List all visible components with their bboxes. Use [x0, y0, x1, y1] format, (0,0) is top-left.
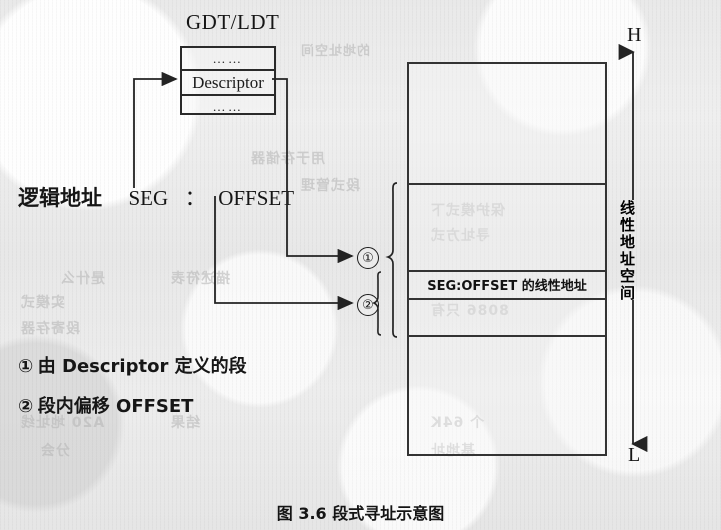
callout-marker-1-label: ① [362, 250, 374, 266]
legend: ① 由 Descriptor 定义的段 ② 段内偏移 OFFSET [18, 352, 247, 432]
linear-address-space-rectangle: SEG:OFFSET 的线性地址 [407, 62, 607, 456]
callout-marker-2-label: ② [362, 297, 374, 313]
segment-top-divider [409, 183, 605, 185]
legend-marker-2: ② [18, 396, 34, 417]
legend-text-2: 段内偏移 OFFSET [37, 396, 194, 417]
legend-text-1: 由 Descriptor 定义的段 [37, 356, 247, 377]
linear-band-bottom-divider [409, 298, 605, 300]
legend-item-2: ② 段内偏移 OFFSET [18, 392, 247, 418]
descriptor-table-row-ellipsis-bottom: …… [182, 96, 274, 117]
legend-item-1: ① 由 Descriptor 定义的段 [18, 352, 247, 378]
seg-label: SEG [128, 186, 169, 210]
figure-caption: 图 3.6 段式寻址示意图 [276, 504, 445, 523]
callout-marker-2: ② [357, 294, 379, 316]
descriptor-label: Descriptor [192, 72, 264, 92]
address-separator: ： [184, 186, 206, 210]
ellipsis-glyph: …… [212, 50, 244, 66]
segment-extent-brace [385, 182, 398, 338]
descriptor-to-segment-arrow [272, 78, 354, 264]
linear-band-top-divider [409, 270, 605, 272]
descriptor-table-row-descriptor[interactable]: Descriptor [182, 69, 274, 96]
offset-label: OFFSET [218, 186, 295, 210]
logical-address-prefix: 逻辑地址 [18, 186, 102, 210]
offset-to-callout-arrow [214, 196, 354, 311]
descriptor-table-title: GDT/LDT [186, 10, 280, 34]
ellipsis-glyph: …… [212, 98, 244, 114]
offset-extent-brace [372, 271, 382, 336]
descriptor-table: …… Descriptor …… [180, 46, 276, 115]
axis-high-label: H [627, 24, 642, 46]
linear-address-band: SEG:OFFSET 的线性地址 [409, 270, 605, 298]
linear-address-band-label: SEG:OFFSET 的线性地址 [427, 278, 587, 294]
segment-bottom-divider [409, 335, 605, 337]
legend-marker-1: ① [18, 356, 34, 377]
axis-name-label: 线性地址空间 [618, 200, 636, 302]
descriptor-table-row-ellipsis-top: …… [182, 48, 274, 69]
logical-address-line: 逻辑地址 SEG ： OFFSET [18, 182, 294, 212]
callout-marker-1: ① [357, 247, 379, 269]
seg-to-descriptor-arrow [133, 71, 178, 188]
